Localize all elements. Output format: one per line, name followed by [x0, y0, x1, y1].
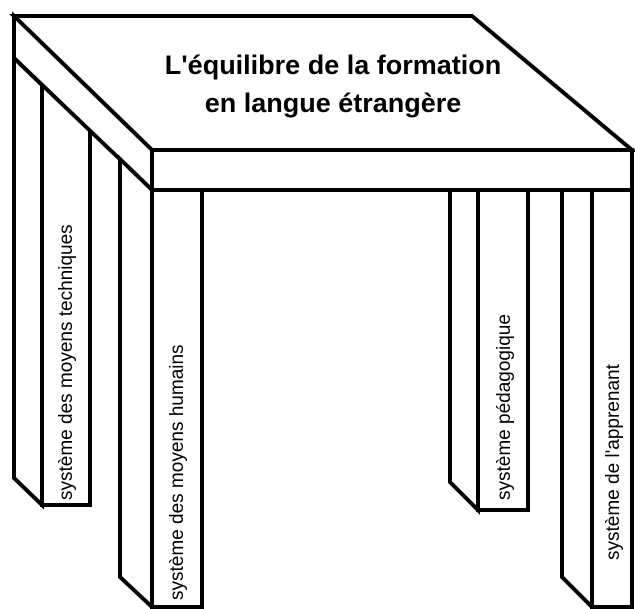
leg-back-left-side	[12, 53, 44, 510]
leg-front-right-front	[590, 188, 634, 609]
label-back-left: système des moyens techniques	[56, 224, 77, 500]
leg-back-right-front	[476, 188, 530, 512]
leg-back-left-front	[40, 83, 92, 507]
title-line-2: en langue étrangère	[205, 88, 462, 118]
leg-back-right-side	[448, 188, 480, 515]
label-back-right: système pédagogique	[494, 314, 515, 500]
title-line-1: L'équilibre de la formation	[165, 50, 501, 80]
label-front-left: système des moyens humains	[167, 344, 188, 600]
leg-front-left-front	[150, 188, 204, 609]
leg-back-right	[448, 188, 530, 515]
leg-front-right	[560, 188, 634, 609]
table-top: L'équilibre de la formation en langue ét…	[9, 11, 635, 195]
leg-front-left	[118, 154, 204, 609]
label-front-right: système de l'apprenant	[603, 363, 624, 560]
leg-back-left	[12, 53, 92, 510]
leg-front-right-side	[560, 188, 594, 609]
leg-front-left-side	[118, 154, 154, 609]
table-top-front-edge	[150, 148, 634, 192]
